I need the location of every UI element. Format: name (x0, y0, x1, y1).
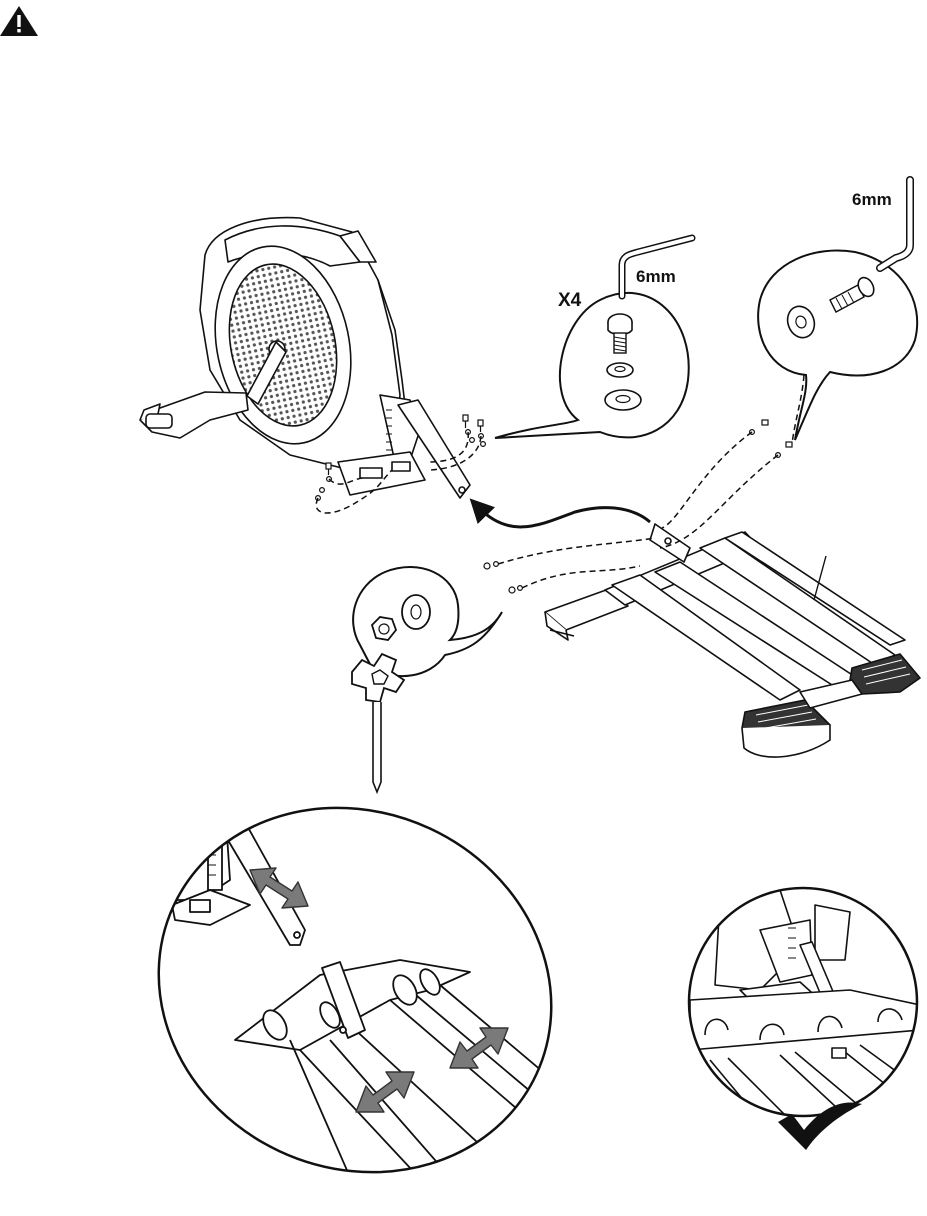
correct-fit-detail-zoom (680, 885, 920, 1125)
flywheel-console-illustration (140, 218, 470, 498)
bolt-kit-callout: X4 6mm (495, 238, 692, 438)
bolt-quantity-label: X4 (558, 290, 582, 311)
axle-wrench-size-label: 6mm (852, 190, 892, 209)
bolt-wrench-size-label: 6mm (636, 267, 676, 286)
nut-washer-callout (352, 567, 502, 792)
assembly-direction-arrow (478, 507, 650, 527)
axle-kit-callout: 6mm (758, 180, 917, 440)
rail-base-frame-illustration (545, 524, 920, 757)
alignment-detail-zoom (99, 744, 612, 1211)
warning-triangle-icon (0, 6, 38, 36)
